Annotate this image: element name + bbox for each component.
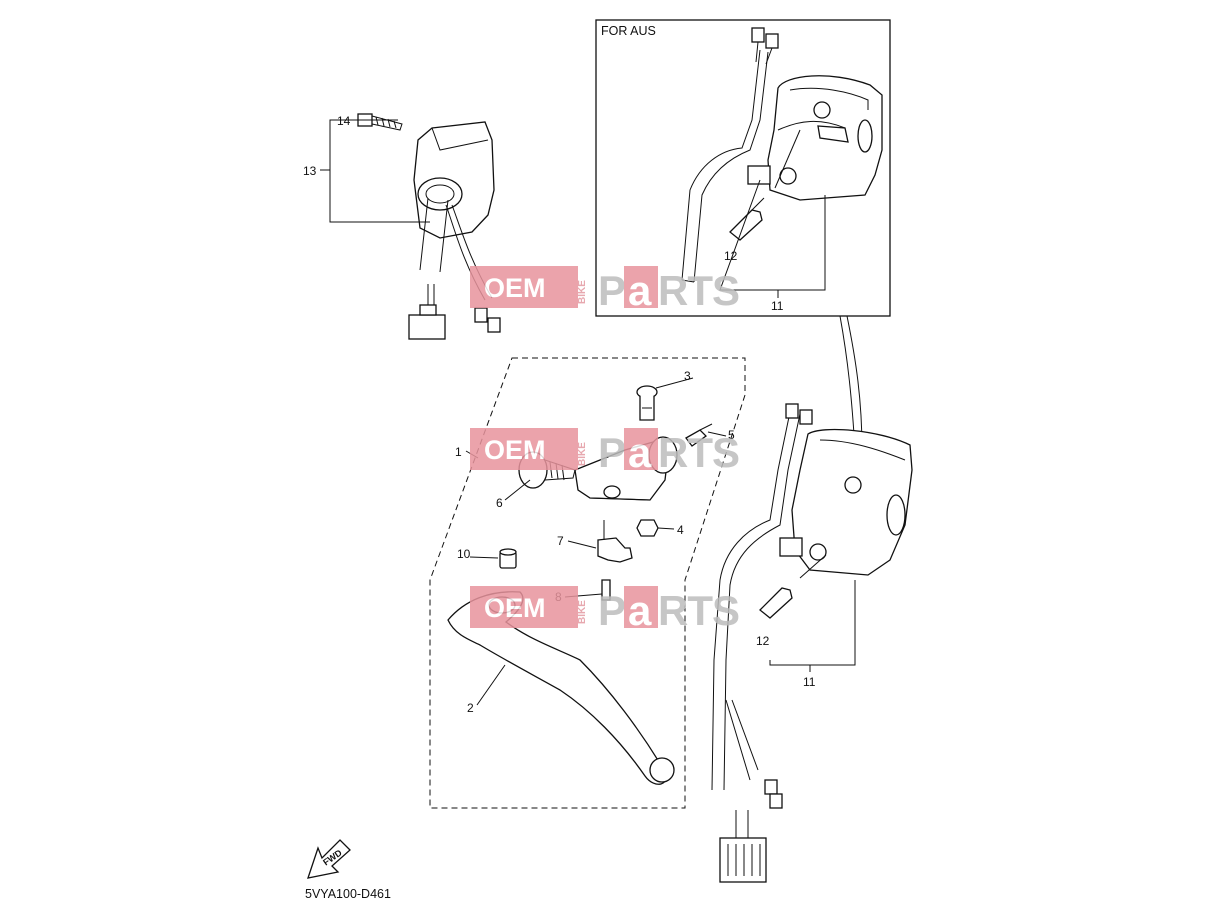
left-switch-assembly bbox=[320, 113, 501, 340]
callout-leaders bbox=[465, 377, 727, 706]
callout-4: 4 bbox=[677, 523, 684, 537]
callout-13: 13 bbox=[303, 164, 317, 178]
svg-text:RTS: RTS bbox=[658, 587, 739, 634]
svg-text:OEM: OEM bbox=[484, 593, 546, 623]
watermark-top: OEM BIKE P a RTS bbox=[470, 266, 740, 314]
svg-text:a: a bbox=[628, 267, 652, 314]
callout-1: 1 bbox=[455, 445, 462, 459]
svg-text:BIKE: BIKE bbox=[577, 280, 588, 304]
callout-11-top: 11 bbox=[771, 299, 784, 313]
diagram-code: 5VYA100-D461 bbox=[305, 887, 391, 901]
svg-text:P: P bbox=[598, 429, 625, 476]
brake-lever-assembly bbox=[429, 357, 746, 809]
callout-3: 3 bbox=[684, 369, 691, 383]
right-switch-assembly bbox=[711, 403, 913, 883]
callout-12-top: 12 bbox=[724, 249, 738, 263]
for-aus-label: FOR AUS bbox=[601, 24, 656, 38]
svg-text:RTS: RTS bbox=[658, 267, 739, 314]
svg-text:a: a bbox=[628, 587, 652, 634]
svg-text:BIKE: BIKE bbox=[577, 442, 588, 466]
svg-text:a: a bbox=[628, 429, 652, 476]
callout-14: 14 bbox=[337, 114, 351, 128]
watermark-bottom: OEM BIKE P a RTS bbox=[470, 586, 740, 634]
callout-6: 6 bbox=[496, 496, 503, 510]
callout-11-bottom: 11 bbox=[803, 675, 816, 689]
watermark-middle: OEM BIKE P a RTS bbox=[470, 428, 740, 476]
callout-5: 5 bbox=[728, 428, 735, 442]
callout-7: 7 bbox=[557, 534, 564, 548]
svg-text:BIKE: BIKE bbox=[577, 600, 588, 624]
callout-12-bottom: 12 bbox=[756, 634, 770, 648]
callout-10: 10 bbox=[457, 547, 471, 561]
svg-text:P: P bbox=[598, 267, 625, 314]
svg-text:P: P bbox=[598, 587, 625, 634]
svg-text:RTS: RTS bbox=[658, 429, 739, 476]
svg-text:OEM: OEM bbox=[484, 435, 546, 465]
callout-2: 2 bbox=[467, 701, 474, 715]
svg-text:OEM: OEM bbox=[484, 273, 546, 303]
fwd-arrow-icon: FWD bbox=[307, 839, 351, 879]
